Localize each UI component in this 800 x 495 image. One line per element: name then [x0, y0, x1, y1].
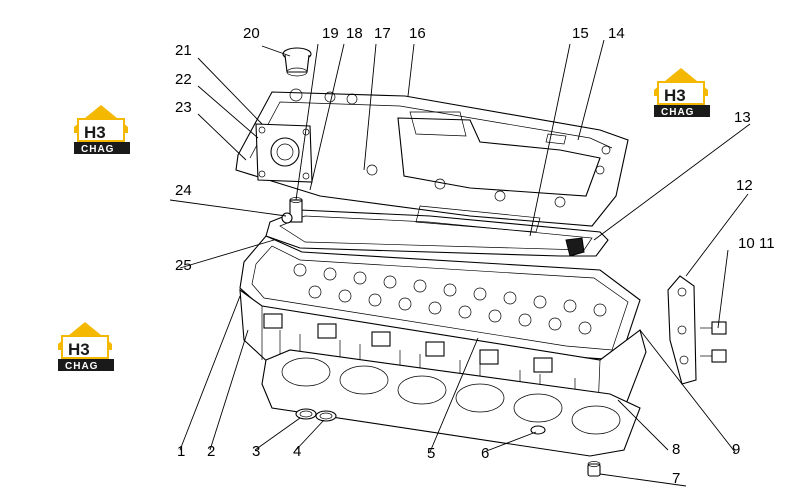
lifting-bracket: [667, 275, 697, 385]
cover-gasket: [265, 205, 609, 257]
callout-22: 22: [175, 71, 192, 88]
callout-16: 16: [409, 25, 426, 42]
callout-21: 21: [175, 42, 192, 59]
callout-4: 4: [293, 443, 301, 460]
logo-mark-text: H3: [68, 340, 90, 359]
seal-sleeve: [281, 197, 303, 224]
callout-24: 24: [175, 182, 192, 199]
logo-mark-text: H3: [84, 123, 106, 142]
watermark-logo-bottom: H3 CHAG: [58, 322, 114, 372]
callout-9: 9: [732, 441, 740, 458]
callout-20: 20: [243, 25, 260, 42]
callout-labels: 1 2 3 4 5 6 7 8 9 10 11 12 13 14 15 16 1…: [175, 25, 775, 487]
callout-5: 5: [427, 445, 435, 462]
callout-23: 23: [175, 99, 192, 116]
callout-13: 13: [734, 109, 751, 126]
callout-25: 25: [175, 257, 192, 274]
callout-19: 19: [322, 25, 339, 42]
logo-word-text: CHAG: [81, 144, 114, 155]
bracket-bolts: [700, 321, 727, 363]
watermark-logo-left: H3 CHAG: [74, 105, 130, 155]
callout-17: 17: [374, 25, 391, 42]
watermark-logo-right: H3 CHAG: [654, 68, 710, 118]
callout-11: 11: [759, 235, 775, 252]
callout-14: 14: [608, 25, 625, 42]
callout-8: 8: [672, 441, 680, 458]
oil-filler-cap: [282, 47, 312, 77]
callout-15: 15: [572, 25, 589, 42]
seal-ring-pair: [295, 408, 337, 422]
callout-1: 1: [177, 443, 185, 460]
dowel-pin: [587, 461, 601, 477]
callout-3: 3: [252, 443, 260, 460]
callout-2: 2: [207, 443, 215, 460]
logo-word-text: CHAG: [65, 361, 98, 372]
logo-mark-text: H3: [664, 86, 686, 105]
valve-cover: [235, 88, 629, 227]
callout-12: 12: [736, 177, 753, 194]
leader-lines: [169, 39, 751, 487]
dowel-sleeve: [530, 425, 546, 435]
callout-10: 10: [738, 235, 755, 252]
callout-18: 18: [346, 25, 363, 42]
logo-word-text: CHAG: [661, 107, 694, 118]
callout-6: 6: [481, 445, 489, 462]
callout-7: 7: [672, 470, 680, 487]
